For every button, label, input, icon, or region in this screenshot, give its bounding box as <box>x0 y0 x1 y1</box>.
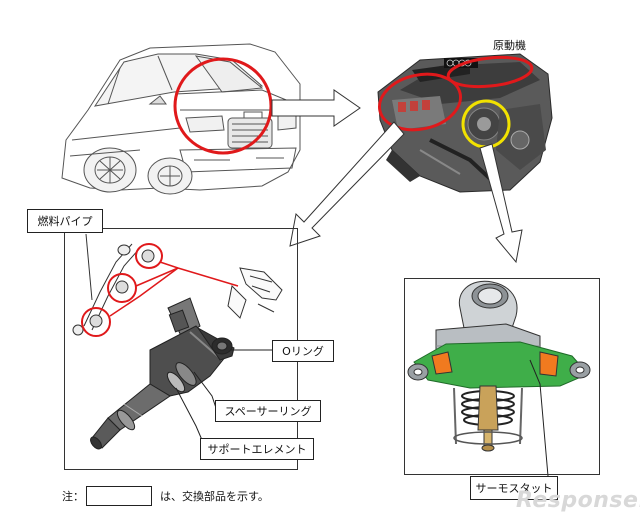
engine-label: 原動機 <box>493 39 526 52</box>
thermostat-panel <box>404 278 600 475</box>
fuel-pipe-fitting-highlight-bottom <box>81 307 111 337</box>
arrow-car-to-engine <box>271 89 361 127</box>
o-ring-label: Oリング <box>272 340 334 362</box>
fuel-pipe-fitting-highlight-top <box>135 243 163 269</box>
injector-leaders <box>175 349 274 441</box>
injector-drawing <box>90 297 235 450</box>
arrow-engine-to-thermostat <box>479 143 523 264</box>
thermostat-label: サーモスタット <box>470 476 558 500</box>
fuel-pipe-fitting-highlight-middle <box>107 273 137 303</box>
car-illustration <box>61 43 301 195</box>
support-element-label: サポートエレメント <box>200 438 314 460</box>
spacer-ring-label: スペーサーリング <box>215 400 321 422</box>
response-watermark: Response. <box>516 488 640 513</box>
engine-cover-highlight <box>446 55 534 89</box>
note-prefix: 注： <box>62 490 84 503</box>
fuel-pipe-leaders <box>109 261 239 317</box>
note-text: は、交換部品を示す。 <box>160 490 269 503</box>
car-engine-highlight <box>173 57 273 155</box>
injector-panel <box>64 228 298 470</box>
arrow-engine-to-injector <box>289 121 405 247</box>
fuel-pipe-label: 燃料パイプ <box>27 209 103 233</box>
thermostat-drawing <box>407 280 591 452</box>
note-sample-box <box>86 486 152 506</box>
thermostat-leader <box>529 359 549 477</box>
fuel-rail-highlight <box>378 72 462 132</box>
